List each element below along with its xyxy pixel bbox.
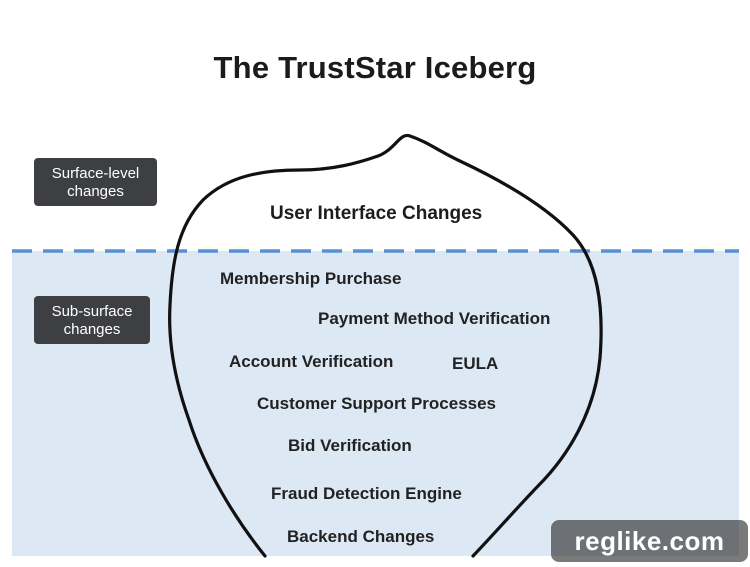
- surface-level-badge-line-2: changes: [67, 183, 124, 200]
- sub-surface-badge-line-1: Sub-surface: [51, 303, 133, 320]
- label-fraud-detection-engine: Fraud Detection Engine: [271, 484, 462, 503]
- iceberg-outline: [168, 133, 603, 558]
- label-backend-changes: Backend Changes: [287, 527, 435, 546]
- surface-level-badge: Surface-level changes: [34, 158, 157, 206]
- label-account-verification: Account Verification: [229, 352, 394, 371]
- label-user-interface-changes: User Interface Changes: [270, 203, 483, 224]
- label-eula: EULA: [452, 354, 499, 373]
- page-title: The TrustStar Iceberg: [213, 50, 537, 85]
- label-bid-verification: Bid Verification: [288, 436, 412, 455]
- label-membership-purchase: Membership Purchase: [220, 269, 402, 288]
- label-payment-method-verification: Payment Method Verification: [318, 309, 551, 328]
- sub-surface-badge-line-2: changes: [63, 321, 121, 338]
- label-customer-support-processes: Customer Support Processes: [257, 394, 497, 413]
- surface-level-badge-line-1: Surface-level: [51, 165, 140, 182]
- sub-surface-badge: Sub-surface changes: [34, 296, 150, 344]
- watermark: reglike.com: [551, 520, 748, 562]
